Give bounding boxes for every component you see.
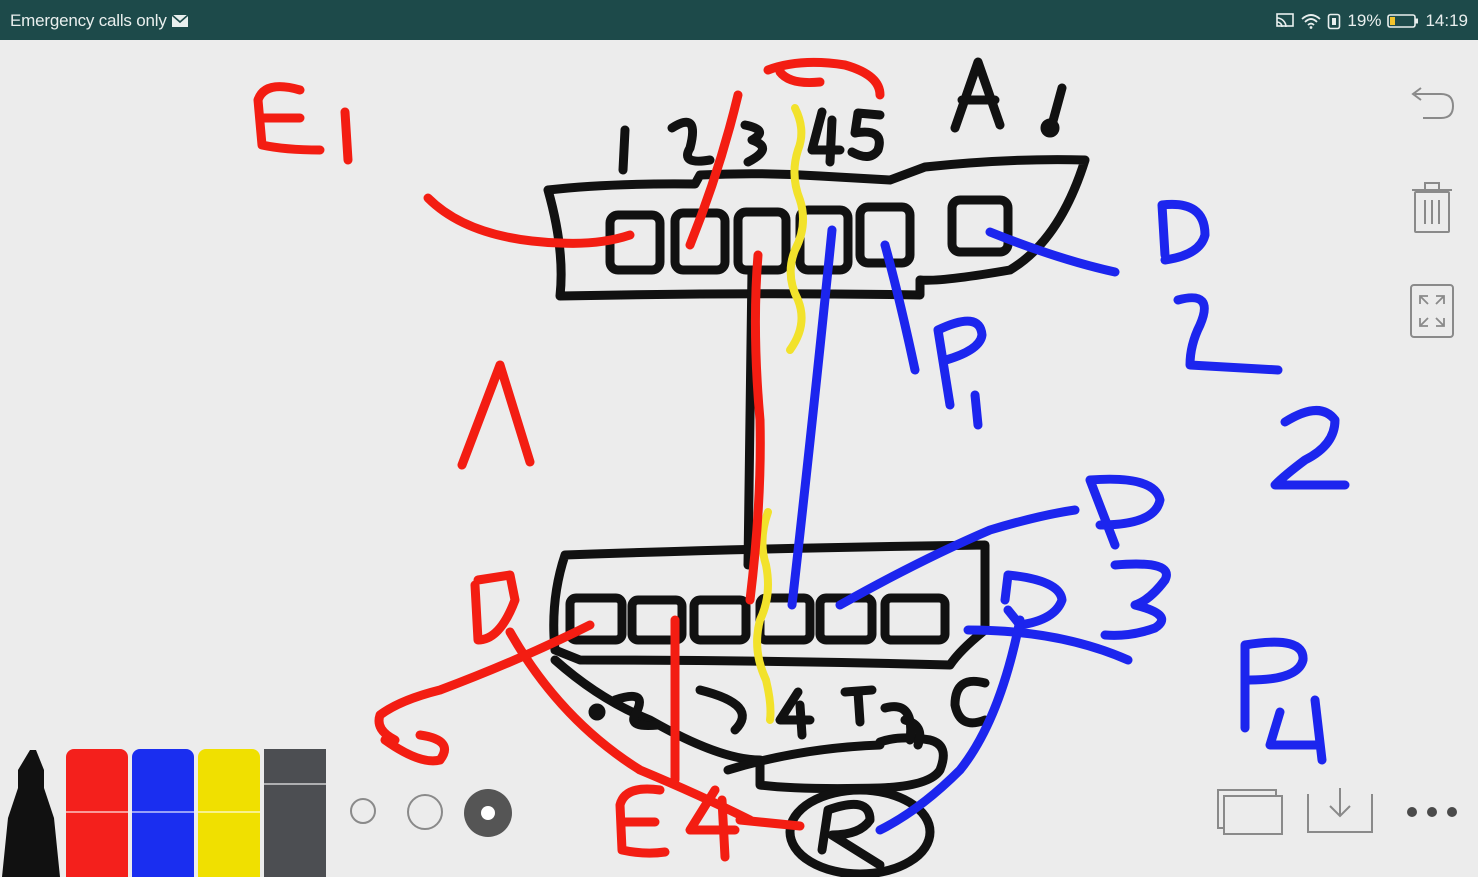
pen-band xyxy=(132,811,194,813)
save-button[interactable] xyxy=(1305,784,1375,836)
router-r xyxy=(785,785,935,877)
data-icon xyxy=(1328,13,1341,29)
switch-a-port-5 xyxy=(855,202,915,268)
fullscreen-icon xyxy=(1410,284,1454,338)
switch-a-port-4 xyxy=(795,205,853,275)
clear-button[interactable] xyxy=(1406,182,1458,234)
pen-color-red[interactable] xyxy=(66,749,128,877)
switch-a-port-3 xyxy=(733,207,791,275)
blue-cable-p3 xyxy=(835,505,1080,610)
pen-size-selected-indicator xyxy=(481,806,495,820)
switch-c-port-2 xyxy=(627,595,687,645)
switch-c-port-3 xyxy=(689,595,751,645)
wifi-icon xyxy=(1301,14,1322,29)
pages-icon xyxy=(1217,789,1283,835)
switch-a-port-6 xyxy=(947,195,1013,257)
battery-percent: 19% xyxy=(1347,11,1382,30)
pen-color-blue[interactable] xyxy=(132,749,194,877)
more-button[interactable] xyxy=(1402,786,1462,838)
pen-size-small[interactable] xyxy=(350,798,376,824)
more-icon xyxy=(1407,807,1457,817)
trash-icon xyxy=(1412,182,1452,233)
download-icon xyxy=(1307,788,1373,833)
blue-cable-p2 xyxy=(985,227,1120,277)
switch-c-body xyxy=(549,540,990,670)
pen-color-yellow[interactable] xyxy=(198,749,260,877)
drawing-canvas[interactable] xyxy=(0,40,1478,877)
clock: 14:19 xyxy=(1425,11,1468,30)
pen-tool[interactable] xyxy=(0,748,64,877)
status-bar: Emergency calls only 19% xyxy=(0,0,1478,40)
message-icon xyxy=(171,14,189,27)
switch-c-port-1 xyxy=(565,593,627,645)
fullscreen-button[interactable] xyxy=(1406,284,1458,338)
pen-band xyxy=(66,811,128,813)
carrier-text: Emergency calls only xyxy=(10,11,167,30)
undo-icon xyxy=(1411,87,1455,119)
yellow-cable xyxy=(786,104,808,354)
undo-button[interactable] xyxy=(1406,78,1458,130)
red-cable-e1 xyxy=(423,193,635,248)
pages-button[interactable] xyxy=(1215,785,1285,837)
blue-cable-r xyxy=(875,615,1025,835)
pen-size-medium[interactable] xyxy=(407,794,443,830)
switch-a-body xyxy=(543,155,1090,301)
pen-color-gray[interactable] xyxy=(264,749,326,877)
pen-band xyxy=(198,811,260,813)
cast-icon xyxy=(1276,13,1295,28)
battery-icon xyxy=(1387,14,1419,28)
whiteboard-drawing[interactable] xyxy=(0,40,1478,877)
pen-band xyxy=(264,783,326,785)
pen-size-large[interactable] xyxy=(464,789,512,837)
switch-c-port-6 xyxy=(880,593,950,645)
